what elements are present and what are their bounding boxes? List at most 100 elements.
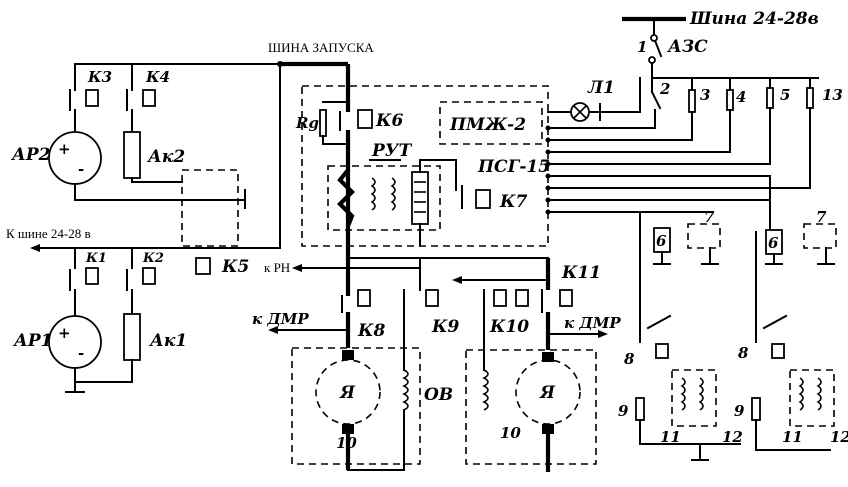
svg-text:+: + bbox=[58, 140, 71, 158]
to-bus-label: К шине 24-28 в bbox=[6, 226, 91, 241]
pmzh-label: ПМЖ-2 bbox=[449, 115, 526, 135]
breaker-4-number: 4 bbox=[736, 88, 746, 106]
azs-number: 1 bbox=[637, 38, 647, 56]
relay-k4-coil bbox=[142, 89, 156, 107]
k3-label: К3 bbox=[87, 68, 112, 86]
relay-k7-contact[interactable] bbox=[455, 159, 463, 209]
relay-6-left-number: 6 bbox=[656, 232, 667, 250]
k5-label: К5 bbox=[221, 257, 249, 277]
relay-k1-coil bbox=[85, 267, 99, 285]
relay-11-right-number: 11 bbox=[782, 428, 803, 446]
azs-contact-top bbox=[650, 34, 658, 42]
breaker-13[interactable] bbox=[806, 77, 814, 189]
k10-label: К10 bbox=[489, 317, 529, 337]
breaker-3-number: 3 bbox=[700, 86, 710, 104]
start-bus-label: ШИНА ЗАПУСКА bbox=[268, 40, 374, 55]
svg-text:-: - bbox=[78, 344, 84, 362]
breaker-2[interactable] bbox=[650, 77, 662, 129]
ap2-label: АР2 bbox=[10, 145, 51, 165]
breaker-13-number: 13 bbox=[822, 86, 843, 104]
k7-label: К7 bbox=[499, 192, 527, 212]
breaker-5-number: 5 bbox=[780, 86, 790, 104]
relay-11-left-number: 11 bbox=[660, 428, 681, 446]
relay-k11-coil bbox=[559, 289, 573, 307]
relay-11-left-box bbox=[671, 369, 717, 427]
relay-9-right bbox=[751, 397, 761, 421]
rut-carbon-pile bbox=[337, 168, 355, 227]
relay-8-right-contact[interactable] bbox=[762, 314, 788, 330]
relay-k8-coil bbox=[357, 289, 371, 307]
relay-8-right-number: 8 bbox=[738, 344, 749, 362]
breaker-5[interactable] bbox=[766, 77, 774, 165]
breaker-2-number: 2 bbox=[659, 80, 670, 98]
relay-9-left-number: 9 bbox=[618, 402, 629, 420]
relay-8-right-coil bbox=[771, 343, 785, 359]
rut-resistor bbox=[411, 171, 429, 225]
ak2-label: Ак2 bbox=[146, 147, 185, 167]
dmr-left-label: к ДМР bbox=[252, 310, 309, 328]
ov-label: ОВ bbox=[424, 385, 453, 405]
motor-right-number: 10 bbox=[500, 424, 521, 442]
dmr-right-label: к ДМР bbox=[564, 314, 621, 332]
psg-unit-box bbox=[301, 85, 549, 247]
relay-12-left-number: 12 bbox=[722, 428, 743, 446]
psg-label: ПСГ-15 bbox=[477, 157, 550, 177]
relay-8-left-number: 8 bbox=[624, 350, 635, 368]
relay-8-left-contact[interactable] bbox=[646, 314, 672, 330]
rut-label: РУТ bbox=[371, 141, 413, 161]
relay-k3-coil bbox=[85, 89, 99, 107]
relay-9-left bbox=[635, 397, 645, 421]
breaker-3[interactable] bbox=[688, 77, 696, 141]
battery-ak1 bbox=[123, 313, 141, 361]
relay-k2-coil bbox=[142, 267, 156, 285]
motor-right-ya: Я bbox=[539, 383, 556, 403]
battery-ak2 bbox=[123, 131, 141, 179]
rut-box bbox=[327, 165, 441, 231]
k4-label: К4 bbox=[145, 68, 170, 86]
motor-left-box bbox=[291, 347, 421, 465]
relay-7-left-number: 7 bbox=[704, 208, 715, 226]
to-rn-label: к РН bbox=[264, 260, 290, 275]
k2-label: К2 bbox=[142, 251, 164, 266]
k9-label: К9 bbox=[431, 317, 459, 337]
relay-8-left-coil bbox=[655, 343, 669, 359]
relay-k9-coil bbox=[425, 289, 439, 307]
motor-left-field-coil bbox=[402, 369, 409, 411]
rut-coil-2 bbox=[390, 177, 396, 211]
azs-label: АЗС bbox=[666, 37, 708, 57]
relay-7-right-number: 7 bbox=[816, 208, 827, 226]
relay-9-right-number: 9 bbox=[734, 402, 745, 420]
k1-label: К1 bbox=[85, 251, 107, 266]
relay-k5-coil bbox=[195, 257, 211, 275]
breaker-4[interactable] bbox=[726, 77, 734, 153]
relay-k6-coil bbox=[357, 109, 373, 129]
relay-6-right-number: 6 bbox=[768, 234, 779, 252]
svg-text:-: - bbox=[78, 160, 84, 178]
resistor-rg bbox=[319, 109, 327, 137]
relay-12-right-number: 12 bbox=[830, 428, 848, 446]
motor-right-box bbox=[465, 349, 597, 465]
generator-ap2 bbox=[48, 131, 102, 185]
ak1-label: Ак1 bbox=[148, 331, 187, 351]
rg-label: Rg bbox=[295, 114, 319, 132]
motor-left-ya: Я bbox=[339, 383, 356, 403]
lamp-label: Л1 bbox=[587, 78, 615, 98]
relay-7-right bbox=[803, 223, 837, 249]
relay-k5-box bbox=[181, 169, 239, 247]
ap1-label: АР1 bbox=[12, 331, 52, 351]
relay-k10-coil bbox=[493, 289, 507, 307]
k6-label: К6 bbox=[375, 111, 403, 131]
motor-right-field-coil bbox=[482, 369, 489, 411]
relay-k7-coil bbox=[475, 189, 491, 209]
pmzh-box bbox=[439, 101, 543, 145]
svg-text:+: + bbox=[58, 324, 71, 342]
relay-11-right-box bbox=[789, 369, 835, 427]
k8-label: К8 bbox=[357, 321, 385, 341]
main-bus-label: Шина 24-28в bbox=[689, 9, 819, 29]
k11-label: К11 bbox=[561, 263, 601, 283]
relay-k8-contact[interactable] bbox=[341, 290, 351, 313]
relay-7-left bbox=[687, 223, 721, 249]
generator-ap1 bbox=[48, 315, 102, 369]
